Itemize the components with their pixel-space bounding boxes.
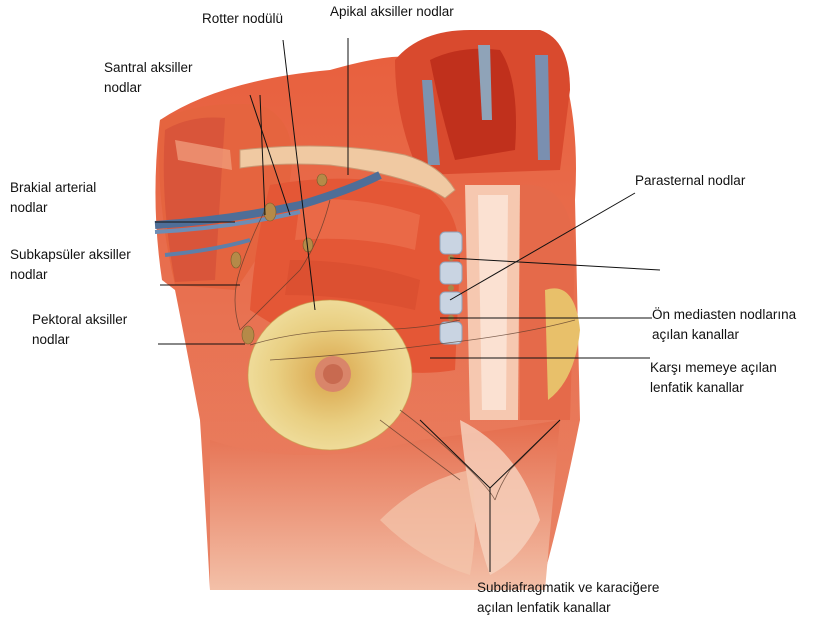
breast [248, 300, 412, 450]
sternum [465, 185, 520, 420]
label-apical-nodes: Apikal aksiller nodlar [330, 4, 454, 19]
label-central-nodes-line2: nodlar [104, 80, 142, 95]
neck-region [395, 30, 570, 175]
label-brachial-nodes-line2: nodlar [10, 200, 48, 215]
label-subdiaphragmatic-channels-line1: Subdiafragmatik ve karaciğere [477, 580, 659, 595]
label-central-nodes-line1: Santral aksiller [104, 60, 193, 75]
label-contralateral-channels-line1: Karşı memeye açılan [650, 360, 777, 375]
label-mediastinal-channels-line2: açılan kanallar [652, 327, 740, 342]
label-contralateral-channels-line2: lenfatik kanallar [650, 380, 744, 395]
label-pectoral-nodes-line2: nodlar [32, 332, 70, 347]
label-subscapular-nodes-line2: nodlar [10, 267, 48, 282]
label-pectoral-nodes-line1: Pektoral aksiller [32, 312, 128, 327]
label-subscapular-nodes-line1: Subkapsüler aksiller [10, 247, 131, 262]
label-mediastinal-channels-line1: Ön mediasten nodlarına [652, 307, 797, 322]
label-subdiaphragmatic-channels-line2: açılan lenfatik kanallar [477, 600, 611, 615]
label-brachial-nodes-line1: Brakial arterial [10, 180, 96, 195]
label-parasternal-nodes: Parasternal nodlar [635, 173, 746, 188]
label-rotter-node: Rotter nodülü [202, 11, 283, 26]
